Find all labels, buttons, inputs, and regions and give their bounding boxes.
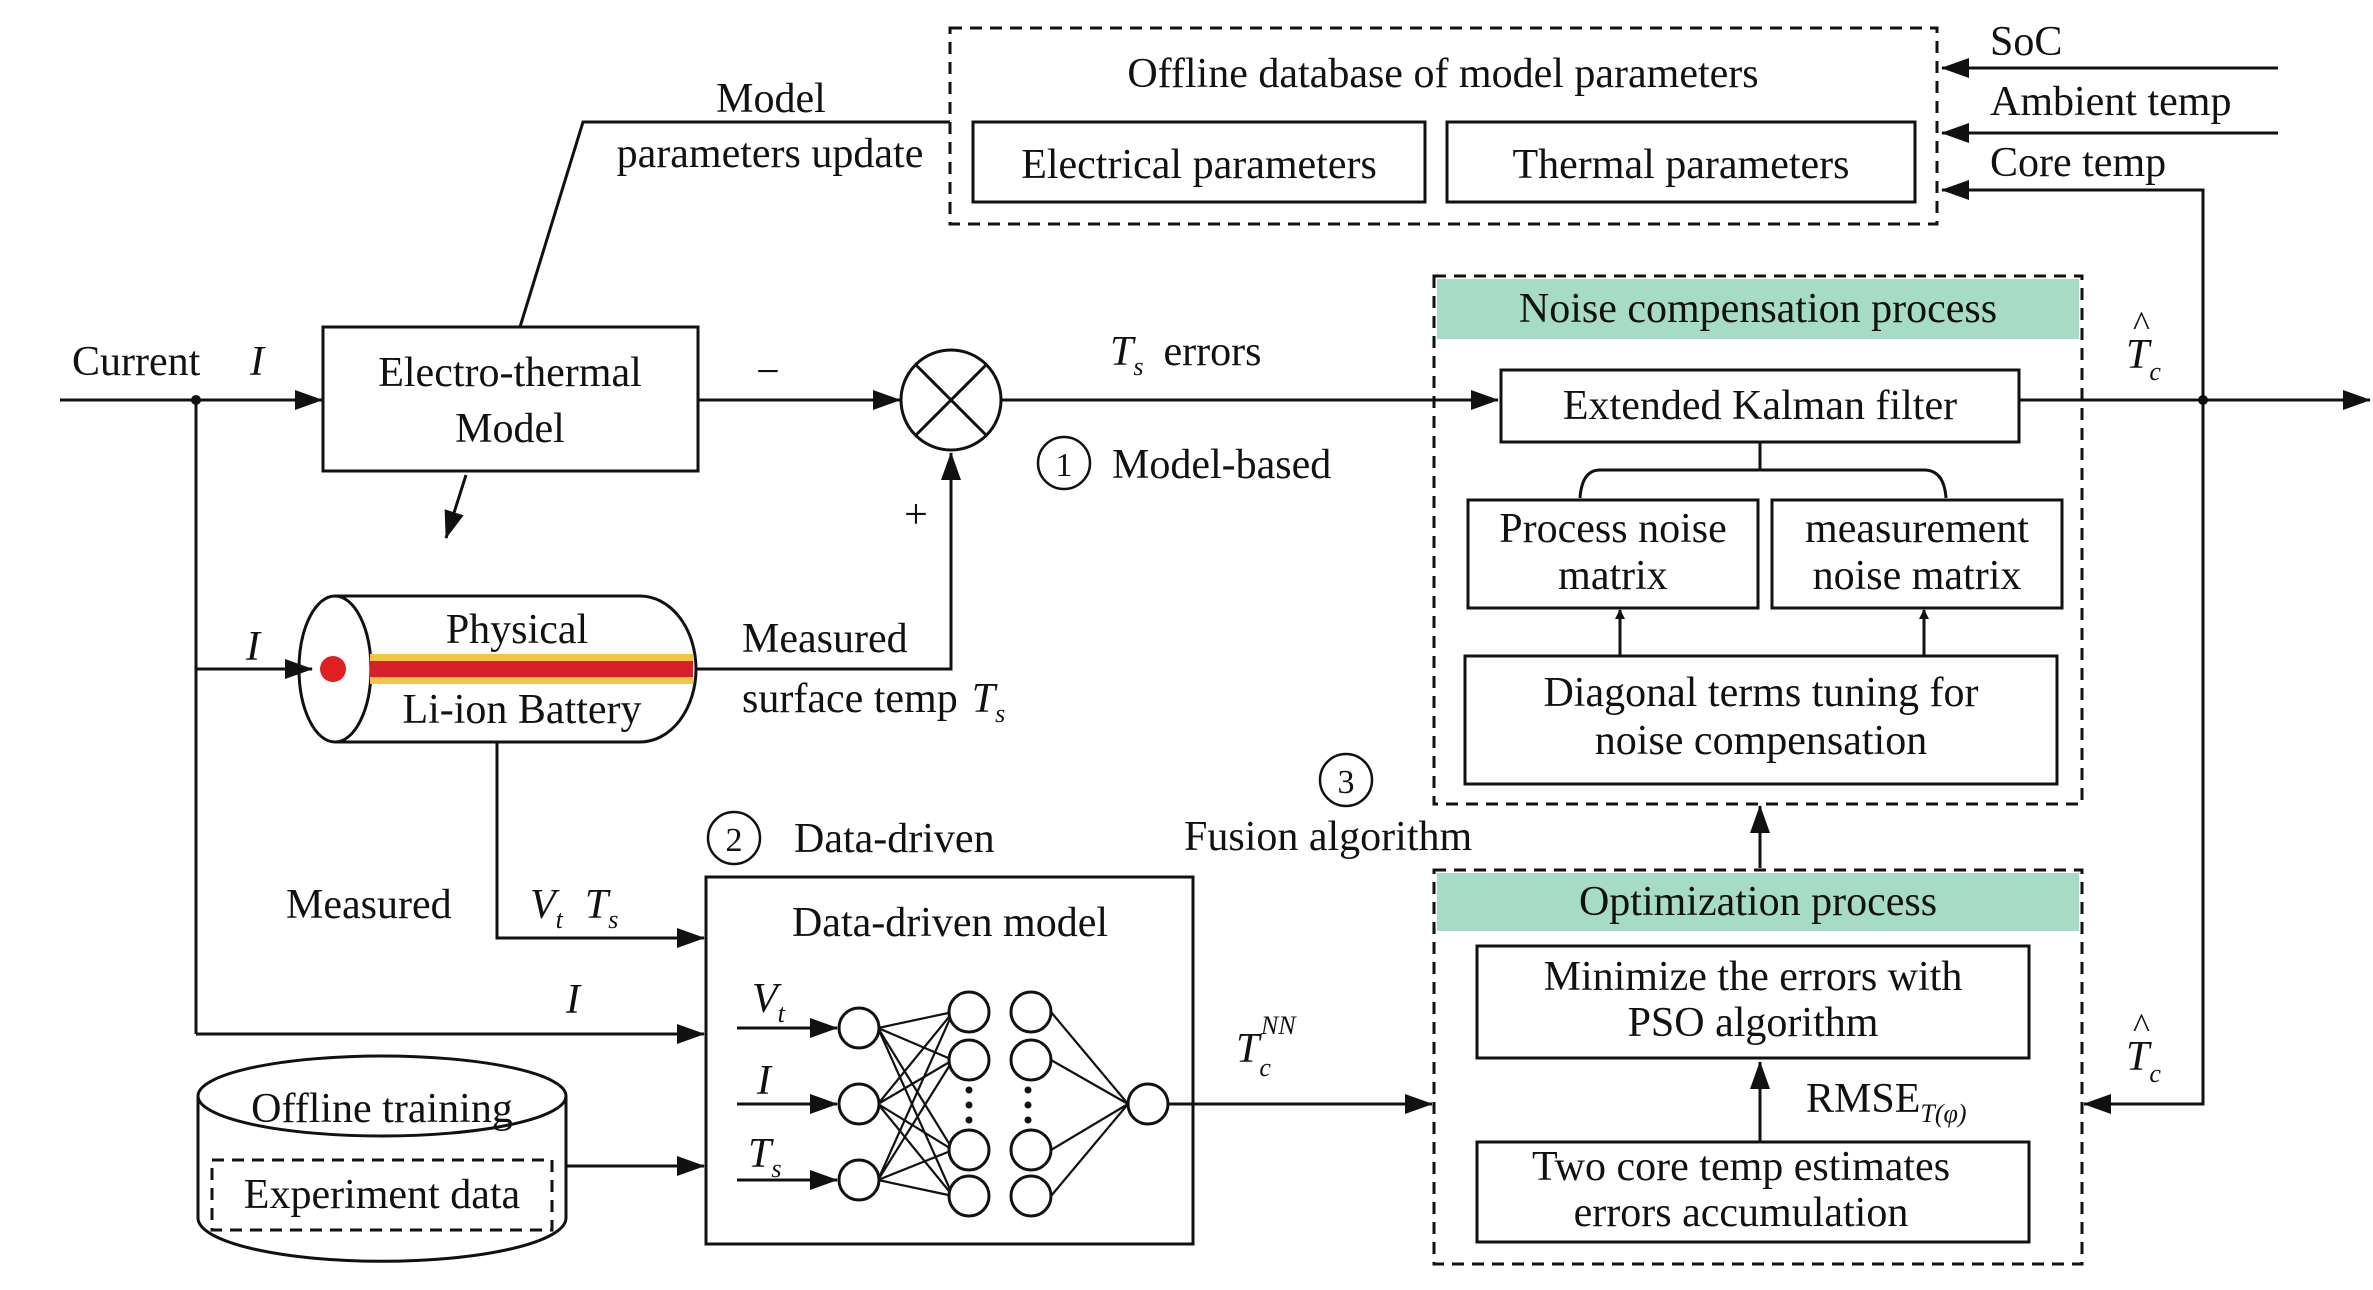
opt-process-band xyxy=(1437,873,2079,931)
measured-vt-ts-line xyxy=(495,742,705,948)
marker-3-number: 3 xyxy=(1338,764,1355,801)
measured-surface-line xyxy=(697,452,961,671)
meas-noise-line2: noise matrix xyxy=(1813,553,2022,599)
marker-2-circle xyxy=(706,810,762,866)
minus-sign: − xyxy=(756,349,780,395)
electro-thermal-box xyxy=(321,325,700,473)
two-core-box xyxy=(1475,1140,2031,1244)
battery-input-symbol: I xyxy=(245,624,262,670)
battery xyxy=(297,594,698,744)
minimize-box xyxy=(1475,944,2031,1060)
marker-1-circle xyxy=(1036,435,1092,491)
dd-input-vt: Vt xyxy=(752,976,786,1028)
param-update-line1: Model xyxy=(716,76,826,122)
battery-line1: Physical xyxy=(446,607,588,653)
electrical-params-label: Electrical parameters xyxy=(1021,142,1377,188)
model-based-label: Model-based xyxy=(1112,442,1331,488)
current-label: Current xyxy=(72,339,201,385)
output-hat-bottom: ^ xyxy=(2133,1006,2150,1046)
rmse-label: RMSET(φ) xyxy=(1806,1076,1967,1128)
opt-process-frame xyxy=(1432,868,2084,1266)
offline-training-label: Offline training xyxy=(251,1086,513,1132)
param-update-line2: parameters update xyxy=(617,131,924,177)
sum-junction xyxy=(899,348,1003,452)
dd-model-title: Data-driven model xyxy=(792,900,1108,946)
output-label-top: Tc xyxy=(2126,332,2161,386)
diag-tuning-box xyxy=(1463,654,2059,786)
fusion-label: Fusion algorithm xyxy=(1184,814,1473,860)
plus-sign: + xyxy=(904,492,928,538)
noise-process-frame xyxy=(1432,274,2084,806)
electro-thermal-line2: Model xyxy=(455,406,565,452)
ambient-label: Ambient temp xyxy=(1990,79,2231,125)
model-to-battery-arrow xyxy=(444,474,468,539)
noise-process-band xyxy=(1437,279,2079,339)
thermal-params-box xyxy=(1445,120,1917,204)
soc-label: SoC xyxy=(1990,19,2062,65)
battery-line2: Li-ion Battery xyxy=(402,687,641,733)
diag-tuning-line2: noise compensation xyxy=(1595,718,1927,764)
dd-input-i: I xyxy=(756,1058,773,1104)
ekf-box xyxy=(1499,368,2021,444)
current-symbol: I xyxy=(249,339,266,385)
minimize-line2: PSO algorithm xyxy=(1628,1000,1879,1046)
experiment-data-label: Experiment data xyxy=(244,1172,521,1218)
current-to-dd-symbol: I xyxy=(565,977,582,1023)
opt-process-title: Optimization process xyxy=(1579,879,1937,925)
thermal-params-label: Thermal parameters xyxy=(1513,142,1850,188)
output-hat-top: ^ xyxy=(2133,304,2150,344)
ekf-brace xyxy=(1600,442,1762,472)
marker-3-circle xyxy=(1318,752,1374,808)
param-update-line xyxy=(518,120,950,328)
tc-feedback-line xyxy=(2083,400,2205,1114)
minimize-line1: Minimize the errors with xyxy=(1544,954,1963,1000)
meas-noise-line1: measurement xyxy=(1805,506,2029,552)
process-noise-line1: Process noise xyxy=(1499,506,1726,552)
offline-training-cylinder xyxy=(196,1054,568,1263)
marker-2-number: 2 xyxy=(726,822,743,859)
measured-label: Measured xyxy=(286,882,452,928)
measured-surface-line1: Measured xyxy=(742,616,908,662)
database-title: Offline database of model parameters xyxy=(1127,51,1758,97)
process-noise-line2: matrix xyxy=(1558,553,1668,599)
neural-network xyxy=(737,990,1170,1218)
database-frame xyxy=(948,26,1939,226)
electro-thermal-line1: Electro-thermal xyxy=(378,350,642,396)
nn-output-label: TcNN xyxy=(1236,1011,1297,1082)
ekf-brace-curve xyxy=(1578,468,1948,499)
process-noise-box xyxy=(1466,498,1760,610)
output-label-bottom: Tc xyxy=(2126,1034,2161,1088)
dd-input-ts: Ts xyxy=(748,1131,781,1183)
electrical-params-box xyxy=(971,120,1427,204)
two-core-line2: errors accumulation xyxy=(1574,1190,1909,1236)
experiment-data-box xyxy=(210,1158,554,1232)
ekf-label: Extended Kalman filter xyxy=(1563,383,1957,429)
diag-tuning-line1: Diagonal terms tuning for xyxy=(1543,670,1978,716)
data-driven-label: Data-driven xyxy=(794,816,995,862)
marker-1-number: 1 xyxy=(1056,447,1073,484)
core-temp-feedback xyxy=(1941,180,2205,397)
noise-process-title: Noise compensation process xyxy=(1519,286,1997,332)
two-core-line1: Two core temp estimates xyxy=(1532,1144,1950,1190)
meas-noise-box xyxy=(1770,498,2064,610)
core-temp-label: Core temp xyxy=(1990,140,2166,186)
